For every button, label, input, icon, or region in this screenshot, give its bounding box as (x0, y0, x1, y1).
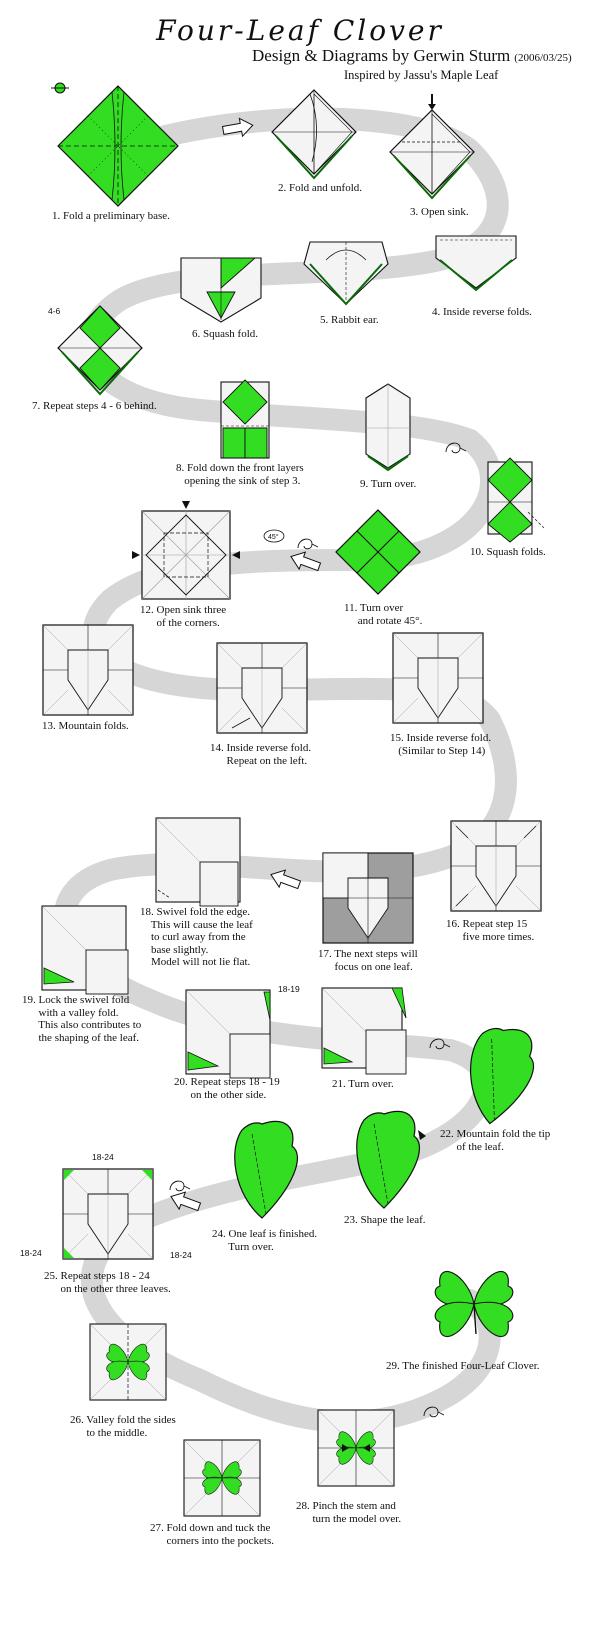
step-13-caption: 13. Mountain folds. (42, 720, 129, 732)
step-27-caption: 27. Fold down and tuck the corners into … (150, 1522, 275, 1547)
step-20-figure (185, 989, 271, 1079)
step-11-caption: 11. Turn over and rotate 45°. (344, 602, 423, 627)
angle-label: 45° (268, 533, 279, 541)
step-29-caption: 29. The finished Four-Leaf Clover. (386, 1360, 540, 1372)
step-9-figure (365, 383, 411, 472)
step-4-caption: 4. Inside reverse folds. (432, 306, 532, 318)
author-text: Design & Diagrams by Gerwin Sturm (252, 46, 511, 65)
step-22-caption: 22. Mountain fold the tip of the leaf. (440, 1128, 551, 1153)
ref-step-20: 18-19 (278, 984, 300, 994)
step-3-figure (389, 94, 475, 199)
step-20-caption: 20. Repeat steps 18 - 19 on the other si… (174, 1076, 280, 1101)
step-28-figure (317, 1409, 395, 1487)
ref-step-25-left: 18-24 (20, 1248, 42, 1258)
ref-step-7: 4-6 (48, 306, 61, 316)
step-26-caption: 26. Valley fold the sides to the middle. (70, 1414, 176, 1439)
step-10-caption: 10. Squash folds. (470, 546, 546, 558)
step-16-figure (450, 820, 542, 912)
step-5-figure (303, 241, 389, 306)
step-13-figure (42, 624, 134, 716)
step-4-figure (435, 235, 517, 292)
turnover-24-25 (169, 1180, 191, 1192)
step-5-caption: 5. Rabbit ear. (320, 314, 379, 326)
step-18-figure (155, 817, 241, 907)
step-23-caption: 23. Shape the leaf. (344, 1214, 426, 1226)
step-15-figure (392, 632, 484, 724)
page-title: Four-Leaf Clover (156, 14, 444, 47)
step-17-caption: 17. The next steps will focus on one lea… (318, 948, 418, 973)
step-19-caption: 19. Lock the swivel fold with a valley f… (22, 994, 142, 1044)
step-12-figure (132, 501, 240, 600)
inspired-by: Inspired by Jassu's Maple Leaf (344, 68, 499, 82)
step-14-caption: 14. Inside reverse fold. Repeat on the l… (210, 742, 312, 767)
step-11-figure (335, 509, 421, 595)
step-25-figure (62, 1168, 154, 1260)
step-7-caption: 7. Repeat steps 4 - 6 behind. (32, 400, 157, 412)
ref-step-25-top: 18-24 (92, 1152, 114, 1162)
step-6-figure (180, 257, 262, 323)
step-24-caption: 24. One leaf is finished. Turn over. (212, 1228, 318, 1253)
step-27-figure (183, 1439, 261, 1517)
step-16-caption: 16. Repeat step 15 five more times. (446, 918, 535, 943)
step-21-caption: 21. Turn over. (332, 1078, 394, 1090)
step-19-figure (41, 905, 129, 995)
step-23-figure (356, 1110, 426, 1209)
turnover-11-12 (297, 538, 319, 550)
step-1-figure (57, 85, 179, 207)
step-24-figure (234, 1120, 299, 1219)
step-7-figure (57, 305, 143, 396)
step-1-caption: 1. Fold a preliminary base. (52, 210, 170, 222)
design-date: (2006/03/25) (514, 52, 572, 64)
step-15-caption: 15. Inside reverse fold. (Similar to Ste… (390, 732, 492, 757)
step-10-figure (487, 457, 545, 543)
step-29-figure (434, 1270, 514, 1338)
step-21-figure (321, 987, 407, 1075)
step-12-caption: 12. Open sink three of the corners. (140, 604, 227, 629)
step-6-caption: 6. Squash fold. (192, 328, 258, 340)
author-byline: Design & Diagrams by Gerwin Sturm(2006/0… (252, 46, 572, 66)
rotate-45-mark: 45° (263, 529, 285, 543)
step-2-figure (271, 89, 357, 179)
ref-step-25-right: 18-24 (170, 1250, 192, 1260)
step-2-caption: 2. Fold and unfold. (278, 182, 363, 194)
step-17-figure (322, 852, 414, 944)
step-18-caption: 18. Swivel fold the edge. This will caus… (140, 906, 253, 968)
step-3-caption: 3. Open sink. (410, 206, 469, 218)
step-25-caption: 25. Repeat steps 18 - 24 on the other th… (44, 1270, 171, 1295)
step-28-caption: 28. Pinch the stem and turn the model ov… (296, 1500, 402, 1525)
step-8-caption: 8. Fold down the front layers opening th… (176, 462, 304, 487)
step-9-caption: 9. Turn over. (360, 478, 417, 490)
step-14-figure (216, 642, 308, 734)
step-8-figure (220, 379, 270, 459)
step-26-figure (89, 1323, 167, 1401)
